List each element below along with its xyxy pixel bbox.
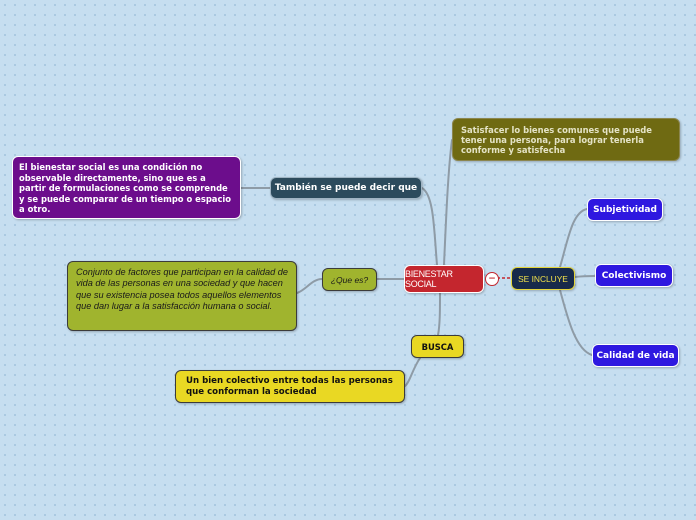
topic-que-es[interactable]: ¿Que es? [322,268,377,291]
link-incluye-colectivismo [574,275,596,278]
topic-calidad-de-vida[interactable]: Calidad de vida [592,344,679,367]
topic-bien-colectivo[interactable]: Un bien colectivo entre todas las person… [175,370,405,403]
link-quees-conjunto [296,278,323,294]
topic-busca[interactable]: BUSCA [411,335,464,358]
link-incluye-calidad [559,289,593,356]
link-center-busca [437,292,441,336]
topic-tambien[interactable]: También se puede decir que [270,177,422,199]
link-center-tambien [421,187,438,266]
collapse-toggle-icon[interactable]: − [485,272,499,286]
link-busca-bien [404,357,421,387]
topic-se-incluye[interactable]: SE INCLUYE [511,267,575,290]
topic-conjunto-de-factores[interactable]: Conjunto de factores que participan en l… [67,261,297,331]
central-topic[interactable]: BIENESTAR SOCIAL [404,265,484,293]
link-incluye-subjetividad [559,208,588,268]
link-center-satisfacer [443,139,453,266]
topic-subjetividad[interactable]: Subjetividad [587,198,663,221]
topic-definicion[interactable]: El bienestar social es una condición no … [12,156,241,219]
topic-satisfacer[interactable]: Satisfacer lo bienes comunes que puede t… [452,118,680,161]
topic-colectivismo[interactable]: Colectivismo [595,264,673,287]
